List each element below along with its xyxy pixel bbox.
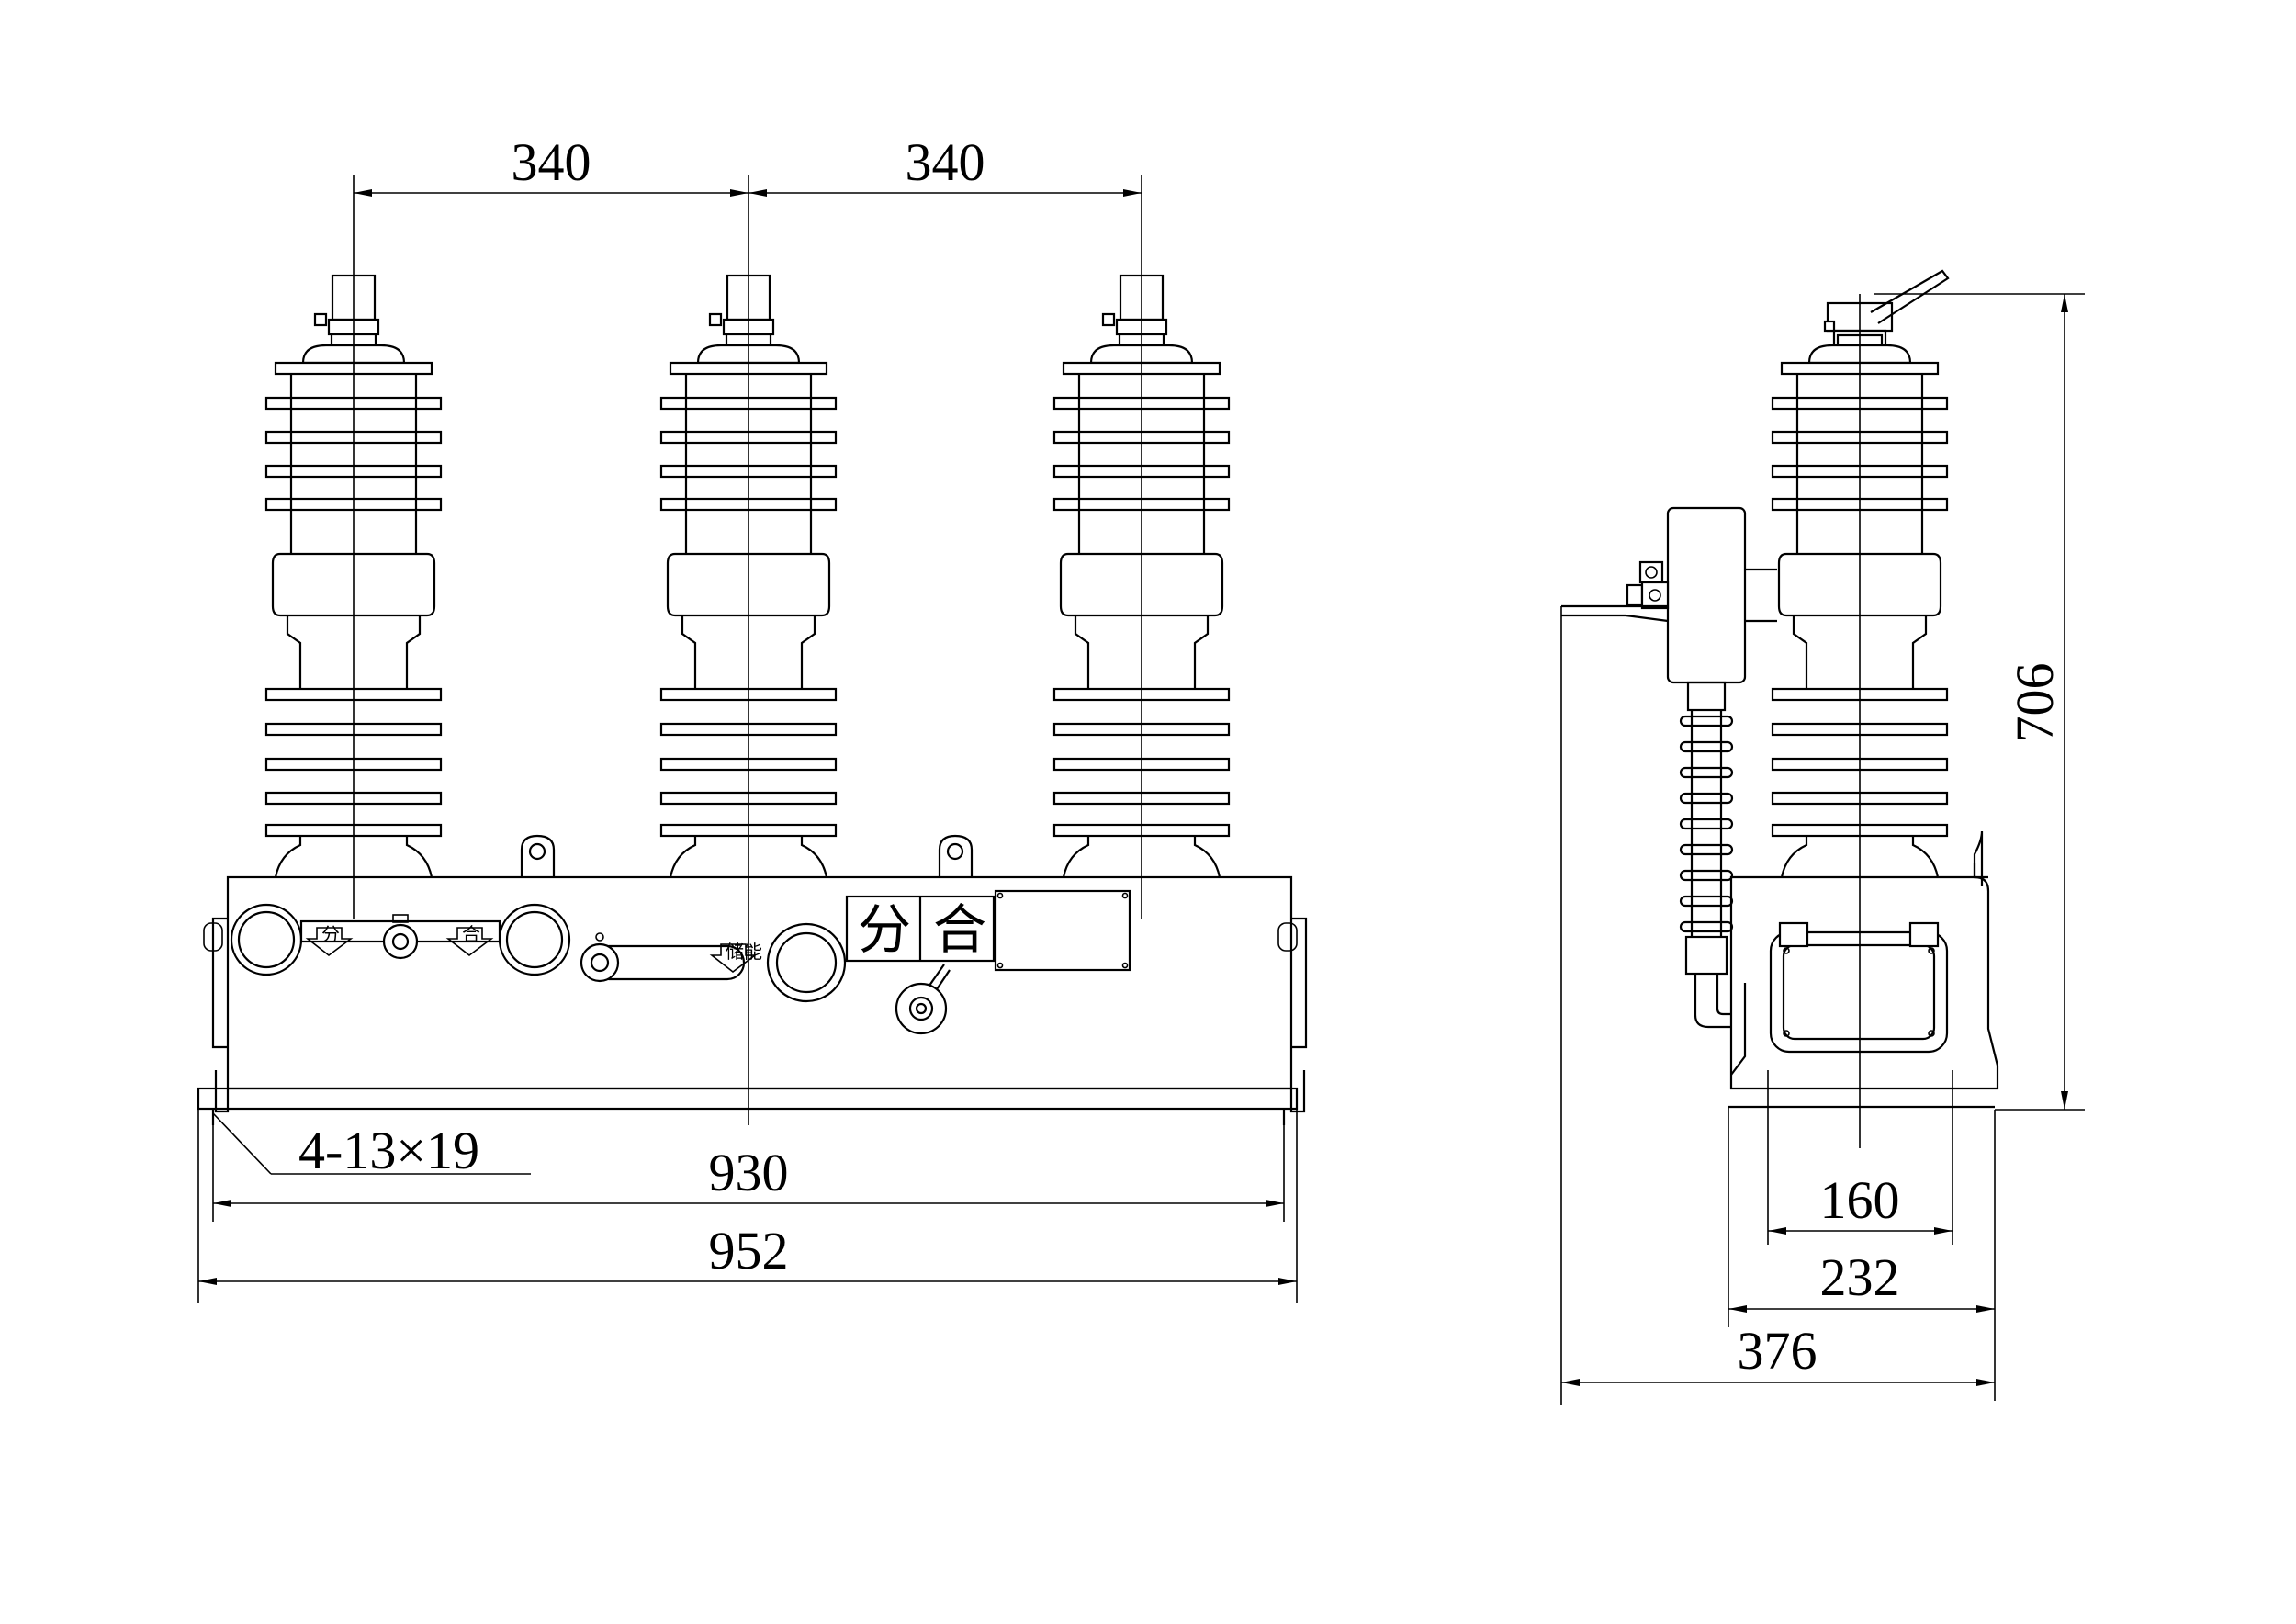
dim-952: 952	[197, 1109, 1298, 1303]
indicator-close-left: 合	[462, 923, 480, 945]
dim-overall-depth: 376	[1738, 1321, 1818, 1381]
dim-930: 930	[212, 1125, 1285, 1222]
side-current-transformer	[1561, 506, 1777, 1029]
panel-open-label: 分	[858, 898, 911, 961]
mounting-bracket-left	[203, 917, 230, 1113]
dim-phase-spacing: 340 340	[354, 132, 1142, 197]
centerlines-front	[353, 175, 1142, 1125]
dim-160: 160	[1767, 1070, 1953, 1245]
front-view: 分 合 储能 分 合	[197, 132, 1308, 1303]
lifting-eye-left	[520, 834, 556, 877]
corrugated-tube	[1679, 710, 1734, 937]
lifting-eye-right	[938, 834, 974, 877]
indicator-open-left: 分	[321, 923, 340, 945]
dim-spacing-left: 340	[512, 132, 591, 192]
mechanism-housing	[226, 875, 1293, 1090]
side-housing	[1728, 830, 1999, 1109]
dim-base-inner: 160	[1820, 1170, 1900, 1230]
dim-overall-width: 952	[709, 1221, 789, 1280]
dim-spacing-right: 340	[906, 132, 985, 192]
dim-hole-spec: 4-13×19	[298, 1121, 479, 1180]
dim-232: 232	[1728, 1107, 1996, 1401]
dim-base-outer: 232	[1820, 1247, 1900, 1307]
dim-height: 706	[2005, 663, 2065, 743]
dim-706: 706	[1874, 293, 2085, 1111]
base-channel	[197, 1087, 1299, 1111]
dim-376: 376	[1560, 606, 1995, 1405]
mechanism-front: 分 合 储能 分 合	[230, 889, 1131, 1035]
mounting-bracket-right	[1277, 917, 1308, 1113]
side-view: 706 160 232 376	[1560, 269, 2085, 1405]
panel-close-label: 合	[933, 898, 986, 961]
indicator-charge: 储能	[726, 941, 762, 963]
hole-spec-leader: 4-13×19	[212, 1112, 531, 1180]
dim-inner-width: 930	[709, 1143, 789, 1202]
